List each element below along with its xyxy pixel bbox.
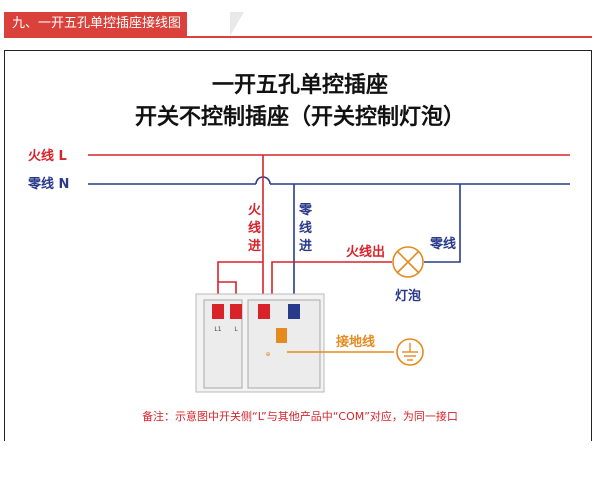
live-in-label-1: 火 bbox=[248, 203, 262, 218]
diagram-frame bbox=[4, 50, 592, 441]
neutral-bus-label: 零线 N bbox=[27, 176, 69, 192]
diagram-title-line2: 开关不控制插座（开关控制灯泡） bbox=[135, 104, 465, 130]
lamp-neutral-label: 零线 bbox=[429, 236, 456, 252]
live-out-label: 火线出 bbox=[346, 244, 385, 260]
ground-label: 接地线 bbox=[336, 334, 375, 350]
neutral-in-label-2: 线 bbox=[299, 220, 312, 236]
lamp-label: 灯泡 bbox=[395, 288, 421, 304]
live-bus-label: 火线 L bbox=[28, 148, 67, 164]
terminal-l bbox=[230, 304, 242, 319]
lamp-cross-2 bbox=[396, 250, 420, 274]
terminal-ground-symbol: ⊕ bbox=[265, 351, 270, 358]
terminal-ground bbox=[276, 328, 287, 343]
neutral-in-label-1: 零 bbox=[298, 203, 313, 218]
header-corner-decoration bbox=[230, 12, 244, 36]
terminal-l1 bbox=[212, 304, 224, 319]
live-in-label-3: 进 bbox=[248, 239, 261, 254]
neutral-in-label-3: 进 bbox=[299, 239, 312, 254]
lamp-neutral-wire bbox=[424, 184, 461, 263]
terminal-l-label: L bbox=[234, 326, 238, 333]
terminal-l1-label: L1 bbox=[214, 326, 221, 333]
terminal-neutral-socket bbox=[288, 304, 300, 319]
live-in-label-2: 线 bbox=[248, 220, 261, 236]
diagram-note: 备注：示意图中开关侧“L”与其他产品中“COM”对应，为同一接口 bbox=[142, 409, 458, 423]
section-title: 九、一开五孔单控插座接线图 bbox=[4, 12, 188, 36]
live-branch-wire bbox=[217, 261, 263, 300]
live-out-wire bbox=[271, 261, 392, 300]
header-underline bbox=[4, 36, 592, 38]
terminal-live-socket bbox=[258, 304, 270, 319]
diagram-title-line1: 一开五孔单控插座 bbox=[212, 72, 388, 98]
section-header: 九、一开五孔单控插座接线图 bbox=[0, 0, 596, 40]
